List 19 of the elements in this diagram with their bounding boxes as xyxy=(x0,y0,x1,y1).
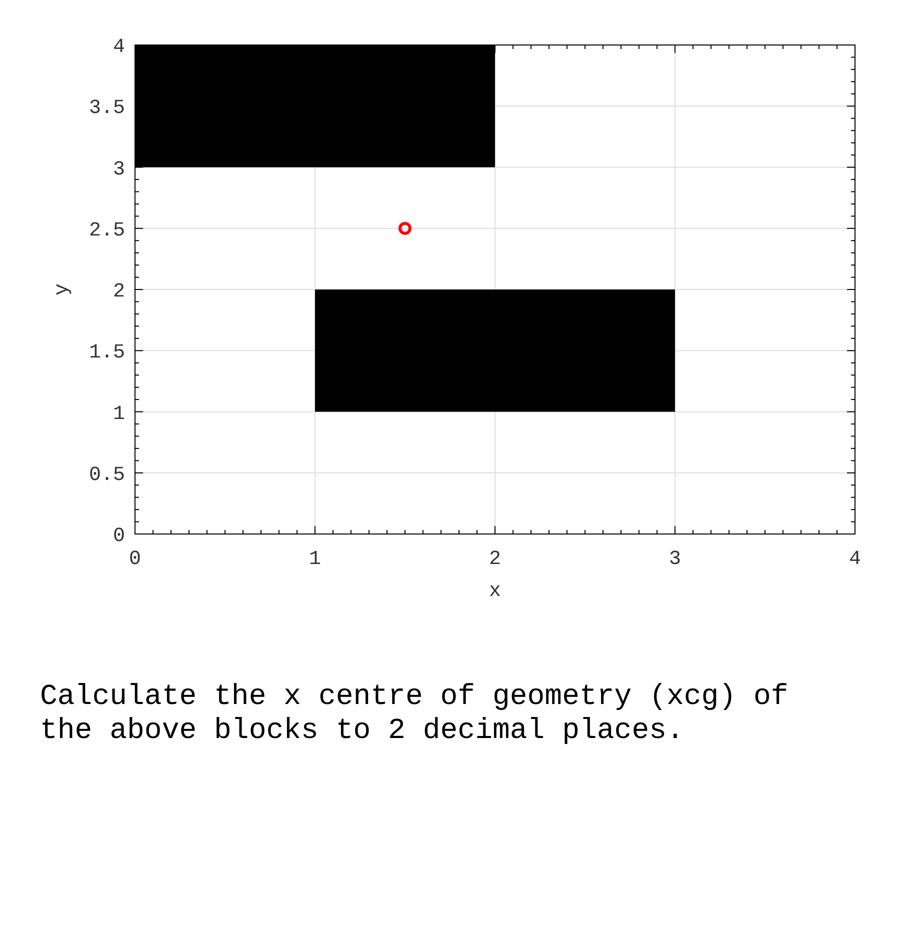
axis-label: y xyxy=(51,284,74,296)
tick-label: 3 xyxy=(112,158,125,182)
tick-label: 2 xyxy=(489,548,501,571)
tick-label: 3 xyxy=(669,548,681,571)
axis-label: x xyxy=(489,580,501,603)
tick-label: 3.5 xyxy=(88,97,125,120)
tick-label: 4 xyxy=(849,548,861,571)
tick-label: 4 xyxy=(112,36,125,59)
tick-label: 0 xyxy=(129,548,141,571)
tick-label: 1 xyxy=(309,548,321,571)
question-text: Calculate the x centre of geometry (xcg) of the above blocks to 2 decimal places. xyxy=(40,680,790,748)
tick-label: 1.5 xyxy=(88,342,125,365)
tick-label: 2 xyxy=(112,280,125,304)
block-rectangle xyxy=(135,45,495,168)
tick-label: 0.5 xyxy=(88,464,125,487)
block-rectangle xyxy=(315,290,675,412)
tick-label: 0 xyxy=(112,525,125,548)
tick-label: 2.5 xyxy=(88,219,125,242)
tick-label: 1 xyxy=(112,402,125,426)
